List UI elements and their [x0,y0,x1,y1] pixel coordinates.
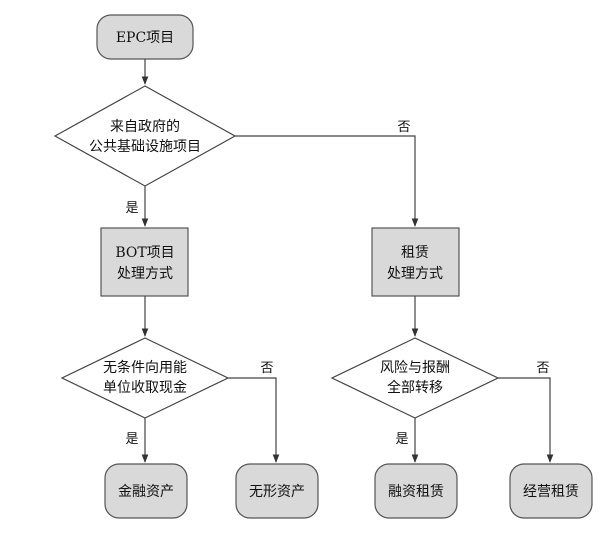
finance-lease-node: 融资租赁 [374,463,458,519]
decision3-line1: 风险与报酬 [380,360,450,376]
risk-transfer-decision: 风险与报酬 全部转移 [330,337,500,419]
decision1-no-label: 否 [397,120,410,135]
lease-processing-node: 租赁 处理方式 [371,227,460,297]
financial-asset-label: 金融资产 [118,484,174,500]
decision2-line1: 无条件向用能 [103,359,187,376]
decision2-yes-label: 是 [125,432,138,447]
epc-project-node: EPC项目 [96,14,194,60]
epc-project-label: EPC项目 [116,30,174,46]
edge-decision1-no [235,135,419,227]
bot-line2: 处理方式 [117,266,173,282]
decision1-line1: 来自政府的 [110,119,180,135]
financial-asset-node: 金融资产 [104,463,188,519]
bot-processing-node: BOT项目 处理方式 [100,227,189,297]
intangible-asset-node: 无形资产 [235,463,319,519]
government-project-decision: 来自政府的 公共基础设施项目 [53,85,237,187]
decision2-no-label: 否 [260,361,273,376]
operating-lease-node: 经营租赁 [509,463,593,519]
decision1-yes-label: 是 [125,201,138,216]
lease-line2: 处理方式 [387,266,443,282]
decision3-yes-label: 是 [395,432,408,447]
operating-lease-label: 经营租赁 [523,484,579,500]
intangible-asset-label: 无形资产 [249,484,305,500]
decision2-line2: 单位收取现金 [103,380,187,396]
finance-lease-label: 融资租赁 [388,484,444,500]
decision1-line2: 公共基础设施项目 [89,138,201,155]
bot-line1: BOT项目 [115,245,174,261]
decision3-line2: 全部转移 [387,379,443,396]
edge-decision2-no [228,377,280,463]
decision3-no-label: 否 [536,361,549,376]
lease-line1: 租赁 [401,245,429,261]
edge-decision3-no [498,377,554,463]
cash-collection-decision: 无条件向用能 单位收取现金 [60,337,230,419]
